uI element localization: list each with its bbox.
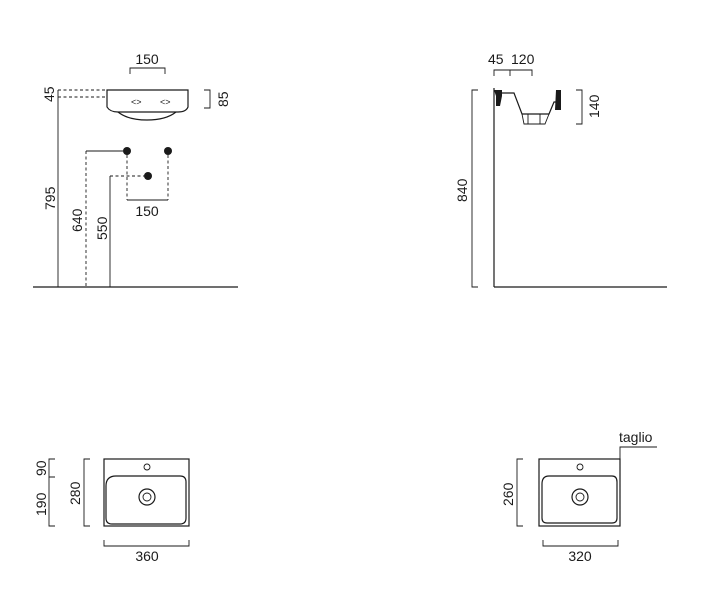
plan1-front-bracket [48, 477, 55, 527]
plan-view-2: taglio 260 320 [500, 429, 657, 564]
bottom-width-label: 150 [135, 203, 159, 219]
plan1-tap-hole [143, 463, 151, 471]
plan1-back-label: 90 [33, 460, 49, 476]
cut-label: taglio [619, 429, 653, 445]
plan1-width-bracket [103, 540, 190, 547]
left-tap-icon [123, 147, 131, 155]
height-bracket [471, 89, 478, 288]
left-top-offset-label: 45 [41, 86, 57, 102]
plan2-depth-label: 260 [500, 482, 516, 506]
basin-bottom [521, 113, 550, 125]
height-drain-label: 550 [94, 216, 110, 240]
dim-120-label: 120 [511, 51, 535, 67]
plan1-bowl [105, 475, 187, 525]
dim-45-bracket [493, 69, 511, 76]
height-label: 840 [454, 178, 470, 202]
plan2-outline [538, 458, 621, 527]
plan1-outline [103, 458, 190, 527]
plan1-front-label: 190 [33, 492, 49, 516]
plan-view-1: 90 190 280 360 [33, 458, 190, 564]
plan2-bowl [541, 475, 618, 524]
plan2-drain-inner [575, 492, 585, 502]
height-top-label: 795 [42, 186, 58, 210]
basin-mark-left: <> [131, 97, 142, 107]
cut-leader [619, 446, 657, 459]
right-tap-icon [164, 147, 172, 155]
basin-height-label: 85 [215, 91, 231, 107]
basin-profile [500, 92, 560, 115]
depth-bracket [576, 89, 583, 125]
plan2-width-bracket [542, 540, 619, 547]
plan2-width-label: 320 [568, 548, 592, 564]
basin-back-section [494, 90, 502, 106]
side-view: 45 120 140 840 [454, 51, 667, 288]
plan1-drain-outer [138, 488, 156, 506]
height-taps-label: 640 [69, 208, 85, 232]
basin-bowl-bottom [117, 111, 177, 121]
drain-icon [144, 172, 152, 180]
basin-front-section [555, 90, 561, 110]
basin-outline [106, 89, 189, 113]
plan2-cut-outline [538, 459, 621, 527]
plan2-drain-outer [571, 488, 589, 506]
top-width-label: 150 [135, 51, 159, 67]
depth-label: 140 [586, 94, 602, 118]
plan1-drain-inner [142, 492, 152, 502]
top-width-dim [129, 67, 166, 74]
plan1-back-bracket [48, 458, 55, 478]
plan2-depth-bracket [516, 458, 523, 527]
plan1-width-label: 360 [135, 548, 159, 564]
basin-mark-right: <> [160, 97, 171, 107]
basin-height-bracket [204, 89, 211, 109]
plan1-depth-bracket [83, 458, 90, 527]
front-view: 150 <> <> 45 85 795 640 550 150 [33, 51, 238, 288]
dim-45-label: 45 [488, 51, 504, 67]
plan2-tap-hole [576, 463, 584, 471]
drain-lines [527, 114, 541, 124]
dim-120-bracket [510, 69, 533, 76]
plan1-depth-label: 280 [67, 481, 83, 505]
